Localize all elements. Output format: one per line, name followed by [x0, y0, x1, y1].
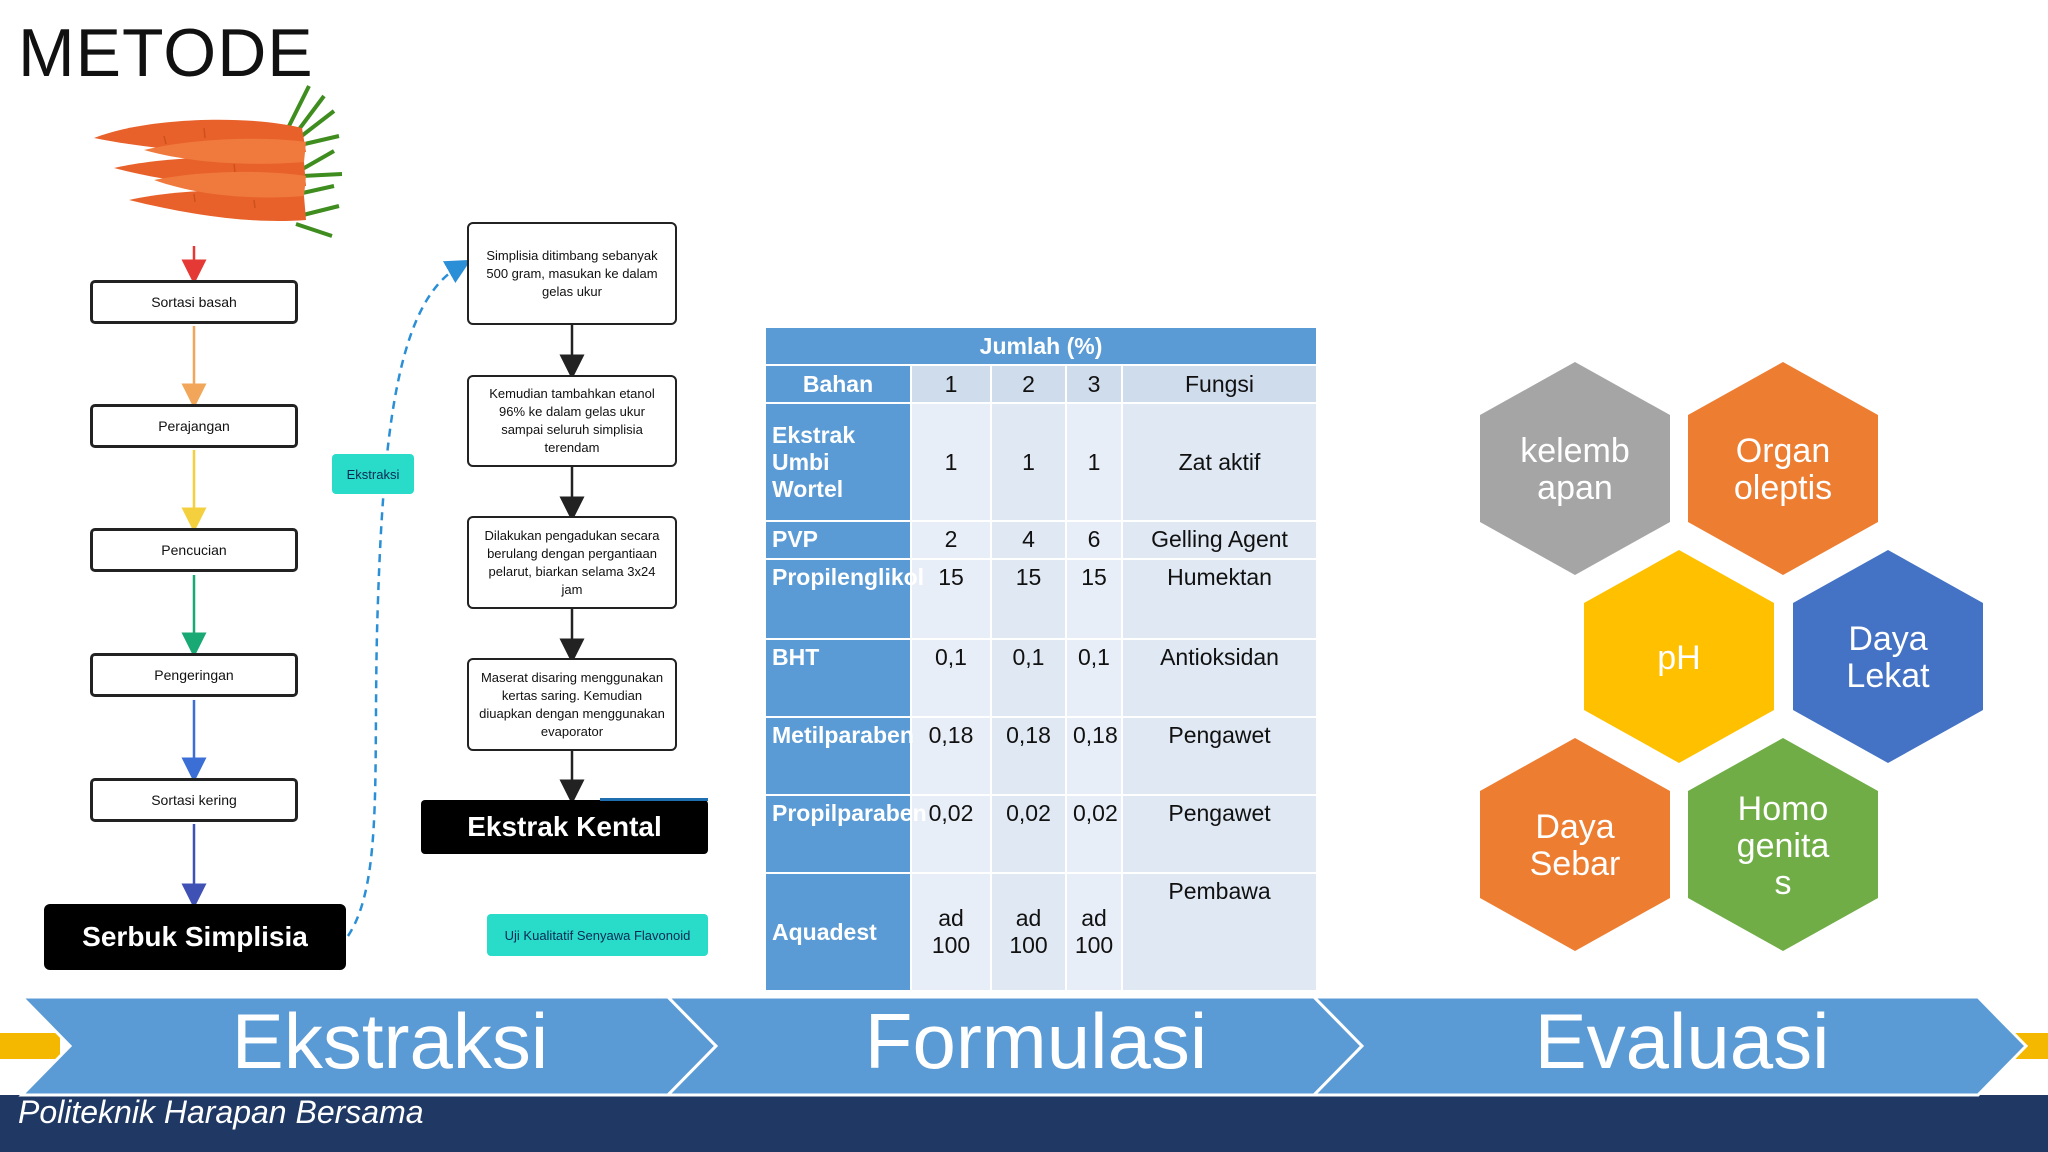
- hex-label-organoleptis: Organoleptis: [1733, 432, 1833, 507]
- cell-bahan: PVP: [764, 520, 912, 560]
- hex-label-kelembapan: kelembapan: [1520, 432, 1630, 507]
- cell-fungsi: Humektan: [1120, 558, 1319, 640]
- table-title: Jumlah (%): [763, 326, 1319, 366]
- step-etanol: Kemudian tambahkan etanol 96% ke dalam g…: [467, 375, 677, 467]
- step-pencucian: Pencucian: [90, 528, 298, 572]
- cell-f3: 0,1: [1065, 638, 1123, 718]
- evaluation-hexagons: [1480, 362, 1983, 951]
- cell-f2: 0,18: [990, 716, 1067, 796]
- result-ekstrak-kental: Ekstrak Kental: [421, 800, 708, 854]
- cell-bahan: Metilparaben: [764, 716, 914, 796]
- table-row: BHT 0,1 0,1 0,1 Antioksidan: [764, 638, 1319, 718]
- cell-f1: 0,02: [910, 794, 992, 874]
- cell-f3: 0,18: [1065, 716, 1123, 796]
- ekstraksi-dashed-connector: [346, 259, 471, 937]
- cell-f1: ad 100: [910, 872, 992, 992]
- header-f3: 3: [1065, 364, 1123, 404]
- hex-label-homogenitas: Homogenitas: [1736, 789, 1830, 902]
- stage-formulasi-label: Formulasi: [864, 997, 1208, 1085]
- hex-kelembapan: [1480, 362, 1670, 575]
- cell-f2: ad 100: [990, 872, 1067, 992]
- cell-bahan: BHT: [764, 638, 912, 718]
- cell-bahan: Propilenglikol: [764, 558, 924, 640]
- cell-fungsi: Gelling Agent: [1120, 520, 1319, 560]
- cell-fungsi: Pengawet: [1120, 716, 1319, 796]
- hex-homogenitas: [1688, 738, 1878, 951]
- cell-bahan: Aquadest: [764, 872, 912, 992]
- step-perajangan: Perajangan: [90, 404, 298, 448]
- hex-label-daya-lekat: Daya Lekat: [1846, 620, 1930, 695]
- cell-f2: 1: [990, 402, 1067, 522]
- table-row: Propilenglikol 15 15 15 Humektan: [764, 558, 1319, 640]
- hex-label-ph: pH: [1657, 638, 1701, 677]
- cell-f3: 15: [1065, 558, 1123, 640]
- hex-daya-lekat: [1793, 550, 1983, 763]
- step-sortasi-basah: Sortasi basah: [90, 280, 298, 324]
- carrot-image: [94, 85, 343, 238]
- gold-stripe-left: [0, 1033, 60, 1059]
- cell-f1: 0,1: [910, 638, 992, 718]
- footer-bar: [0, 1095, 2048, 1152]
- footer-institution: Politeknik Harapan Bersama: [18, 1094, 424, 1130]
- ekstraksi-tag: Ekstraksi: [332, 454, 414, 494]
- stage-banner: [0, 995, 2048, 1152]
- ekstrak-underline: [600, 798, 708, 801]
- hex-label-daya-sebar: Daya Sebar: [1529, 808, 1621, 883]
- hex-daya-sebar: [1480, 738, 1670, 951]
- table-header-row: Bahan 1 2 3 Fungsi: [764, 364, 1319, 404]
- cell-bahan: Propilparaben: [764, 794, 927, 874]
- hex-organoleptis: [1688, 362, 1878, 575]
- step-penyaringan: Maserat disaring menggunakan kertas sari…: [467, 658, 677, 751]
- hex-ph: [1584, 550, 1774, 763]
- cell-f3: 6: [1065, 520, 1123, 560]
- header-fungsi: Fungsi: [1120, 364, 1319, 404]
- result-serbuk-simplisia: Serbuk Simplisia: [44, 904, 346, 970]
- step-pengadukan: Dilakukan pengadukan secara berulang den…: [467, 516, 677, 609]
- table-row: Aquadest ad 100 ad 100 ad 100 Pembawa: [764, 872, 1319, 992]
- header-f1: 1: [910, 364, 992, 404]
- step-timbang: Simplisia ditimbang sebanyak 500 gram, m…: [467, 222, 677, 325]
- cell-fungsi: Pengawet: [1120, 794, 1319, 874]
- cell-f2: 15: [990, 558, 1067, 640]
- table-row: Propilparaben 0,02 0,02 0,02 Pengawet: [764, 794, 1319, 874]
- cell-f3: 1: [1065, 402, 1123, 522]
- cell-fungsi: Antioksidan: [1120, 638, 1319, 718]
- stage-ekstraksi-label: Ekstraksi: [231, 997, 549, 1085]
- chevron-evaluasi: [1310, 995, 2029, 1097]
- cell-f1: 2: [910, 520, 992, 560]
- table-row: Metilparaben 0,18 0,18 0,18 Pengawet: [764, 716, 1319, 796]
- cell-bahan: Ekstrak Umbi Wortel: [764, 402, 912, 522]
- cell-fungsi: Zat aktif: [1120, 402, 1319, 522]
- cell-f1: 15: [910, 558, 992, 640]
- cell-f3: 0,02: [1065, 794, 1123, 874]
- cell-fungsi: Pembawa: [1120, 872, 1319, 992]
- header-f2: 2: [990, 364, 1067, 404]
- step-pengeringan: Pengeringan: [90, 653, 298, 697]
- page-title: METODE: [18, 15, 314, 91]
- step-sortasi-kering: Sortasi kering: [90, 778, 298, 822]
- formulation-table: Jumlah (%) Bahan 1 2 3 Fungsi Ekstrak Um…: [763, 326, 1319, 992]
- table-row: Ekstrak Umbi Wortel 1 1 1 Zat aktif: [764, 402, 1319, 522]
- cell-f2: 0,1: [990, 638, 1067, 718]
- uji-flavonoid-tag: Uji Kualitatif Senyawa Flavonoid: [487, 914, 708, 956]
- cell-f2: 4: [990, 520, 1067, 560]
- cell-f1: 0,18: [910, 716, 992, 796]
- table-row: PVP 2 4 6 Gelling Agent: [764, 520, 1319, 560]
- cell-f2: 0,02: [990, 794, 1067, 874]
- header-bahan: Bahan: [764, 364, 912, 404]
- cell-f1: 1: [910, 402, 992, 522]
- stage-evaluasi-label: Evaluasi: [1534, 997, 1830, 1085]
- cell-f3: ad 100: [1065, 872, 1123, 992]
